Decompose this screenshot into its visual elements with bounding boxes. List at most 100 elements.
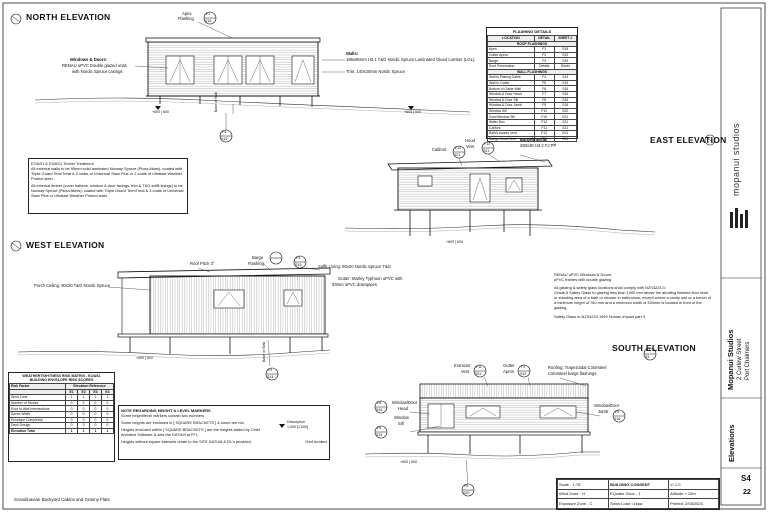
trim-spec: Trim: 140x20mm Nordic Spruce	[346, 69, 405, 74]
gutter-tag-top: F2	[521, 365, 526, 369]
tb-consent: BUILDING CONSENT	[608, 479, 670, 490]
risk-blank	[8, 388, 67, 396]
tb-version: V: 1.0	[668, 479, 719, 490]
wall-flashings-heading: WALL FLASHINGS	[487, 68, 577, 76]
wall-flashing-cell: Door/Window Sill	[487, 113, 535, 120]
windows-spec-line1: RENAU uPVC Double glazed units	[62, 63, 127, 68]
califont-tag-bottom: S21	[454, 153, 461, 157]
height-note-p2: Some heights are enclosed in [ SQUARE BR…	[121, 420, 245, 426]
risk-cell: Roof to Wall Intersections	[8, 405, 67, 412]
extractor-label: Extractor	[454, 363, 471, 368]
risk-cell: Envelope Complexity	[8, 416, 67, 424]
walls-spec: 185x95mm H3.1 T&G Nordic Spruce Laminate…	[346, 57, 475, 62]
tb-scale: Scale - 1:75	[556, 479, 610, 490]
wall-flashing-cell: Window & Door Head	[487, 90, 535, 98]
risk-cell: 1	[100, 394, 115, 401]
south-elevation-drawing	[364, 347, 657, 497]
risk-col-factor: Risk Factor	[8, 383, 67, 390]
risk-subtitle: BUILDING ENVELOPE RISK SCORES	[29, 378, 94, 382]
risk-title: WEATHERTIGHTNESS RISK MATRIX - E2/AS1	[22, 374, 101, 378]
east-elevation-drawing	[344, 141, 656, 236]
east-elevation-title: EAST ELEVATION	[650, 135, 727, 145]
tb-printed: Printed: 2/05/2023	[668, 498, 719, 509]
bottom-tag-top: F6	[464, 484, 469, 488]
jamb-tag-bottom: S16	[614, 417, 621, 421]
extractor-tag-top: F11	[476, 365, 482, 369]
risk-col-e4: E4	[100, 388, 115, 396]
brand-name: mopanui studios	[731, 122, 741, 196]
risk-cell: Eaves Width	[8, 411, 67, 418]
barge-fascia-heading: Barge/Fascia:	[520, 137, 548, 142]
project-name: Mopanui Studios	[726, 329, 735, 390]
apex-label: Apex	[182, 11, 192, 16]
risk-cell: Deck Design	[8, 422, 67, 429]
north-level-left: +600 | 600	[152, 110, 170, 114]
wall-flashing-cell: S15	[553, 85, 578, 92]
hood-vent-label: Vent	[466, 144, 475, 149]
height-note-p1: Some height/level markers contain two nu…	[121, 413, 206, 419]
bottom-tag-bottom: S20	[463, 491, 470, 495]
height-note-p3: Heights enclosed within [ SQUARE BRACKET…	[121, 427, 260, 438]
north-tag-top: F4	[222, 130, 227, 134]
footer-text: Scandinavian Backyard Cabins and Granny …	[14, 497, 110, 502]
risk-cell: 0	[100, 416, 115, 424]
wall-flashing-cell: Range Hood Vent	[487, 135, 535, 143]
windows-doors-heading: Windows & Doors:	[70, 57, 108, 62]
wall-flashing-cell: S21	[553, 135, 578, 143]
tb-wind: Wind Zone - H	[556, 488, 610, 500]
soffit-lining-spec: Soffit Lining: 90x20 Nordic Spruce T&G	[318, 264, 391, 269]
glazing-note: RENAU uPVC Windows & Doors: uPVC frames …	[552, 270, 714, 334]
wall-flashing-cell: Window & Door Jamb	[487, 102, 535, 109]
gutter-spec: Gutter: Marley Typhoon uPVC with	[338, 276, 403, 281]
apex-tag-top: F1	[206, 12, 211, 16]
wd-head-label: Window/Door	[392, 400, 418, 405]
chief-architect-label: Chief Architect	[305, 440, 327, 444]
address-line2: Port Chalmers	[745, 341, 751, 380]
height-note-p4: Heights without square brackets relate t…	[121, 439, 252, 445]
roofing-spec: Roofing: Trapezoidal Colorsteel	[548, 365, 607, 370]
north-tag-bottom: S14	[221, 137, 228, 141]
wall-flashing-cell: S16	[553, 90, 578, 98]
wall-flashing-cell: Window & Door Sill	[487, 96, 535, 104]
description-label: Description	[287, 420, 305, 424]
north-elevation-drawing	[34, 11, 471, 143]
base-of-wall-label: Base of Wall	[214, 91, 218, 112]
hood-tag-bottom: S21	[483, 149, 490, 153]
window-label: Window	[394, 415, 409, 420]
tb-snow: Snow Load <1kpa	[608, 498, 670, 509]
jamb-label: Jamb	[598, 409, 609, 414]
east-level: +600 | 600	[446, 240, 464, 244]
walls-heading: Walls:	[346, 51, 359, 56]
califont-label: Califont	[432, 147, 447, 152]
south-level: +600 | 600	[400, 460, 418, 464]
glazing-para3: Safety Glass to NZS4223 1999 Human Impac…	[554, 313, 646, 319]
risk-cell: 1	[100, 427, 115, 435]
west-elevation-drawing	[17, 251, 331, 381]
south-tag-bottom: S3	[645, 355, 650, 359]
description-value: 1,000 [1,000]	[287, 425, 308, 429]
barge-flashing-label: Flashing	[248, 261, 264, 266]
sheet-title: Elevations	[727, 424, 736, 462]
wall-flashing-cell: S15	[553, 79, 578, 87]
north-elevation-title: NORTH ELEVATION	[26, 12, 111, 22]
tb-altitude: Altitude ≈ 10m	[668, 488, 719, 500]
wall-flashing-cell: S14	[553, 74, 578, 81]
wall-flashing-cell: Wall to Gable	[487, 79, 535, 87]
treatment-heading: E2/AS1 & E3/AS1 Timber Treatment	[31, 161, 94, 166]
barge-tag-bottom: S19	[295, 263, 302, 267]
barge-tag-top: F3	[296, 256, 301, 260]
risk-cell: Elevation Total	[8, 427, 67, 435]
